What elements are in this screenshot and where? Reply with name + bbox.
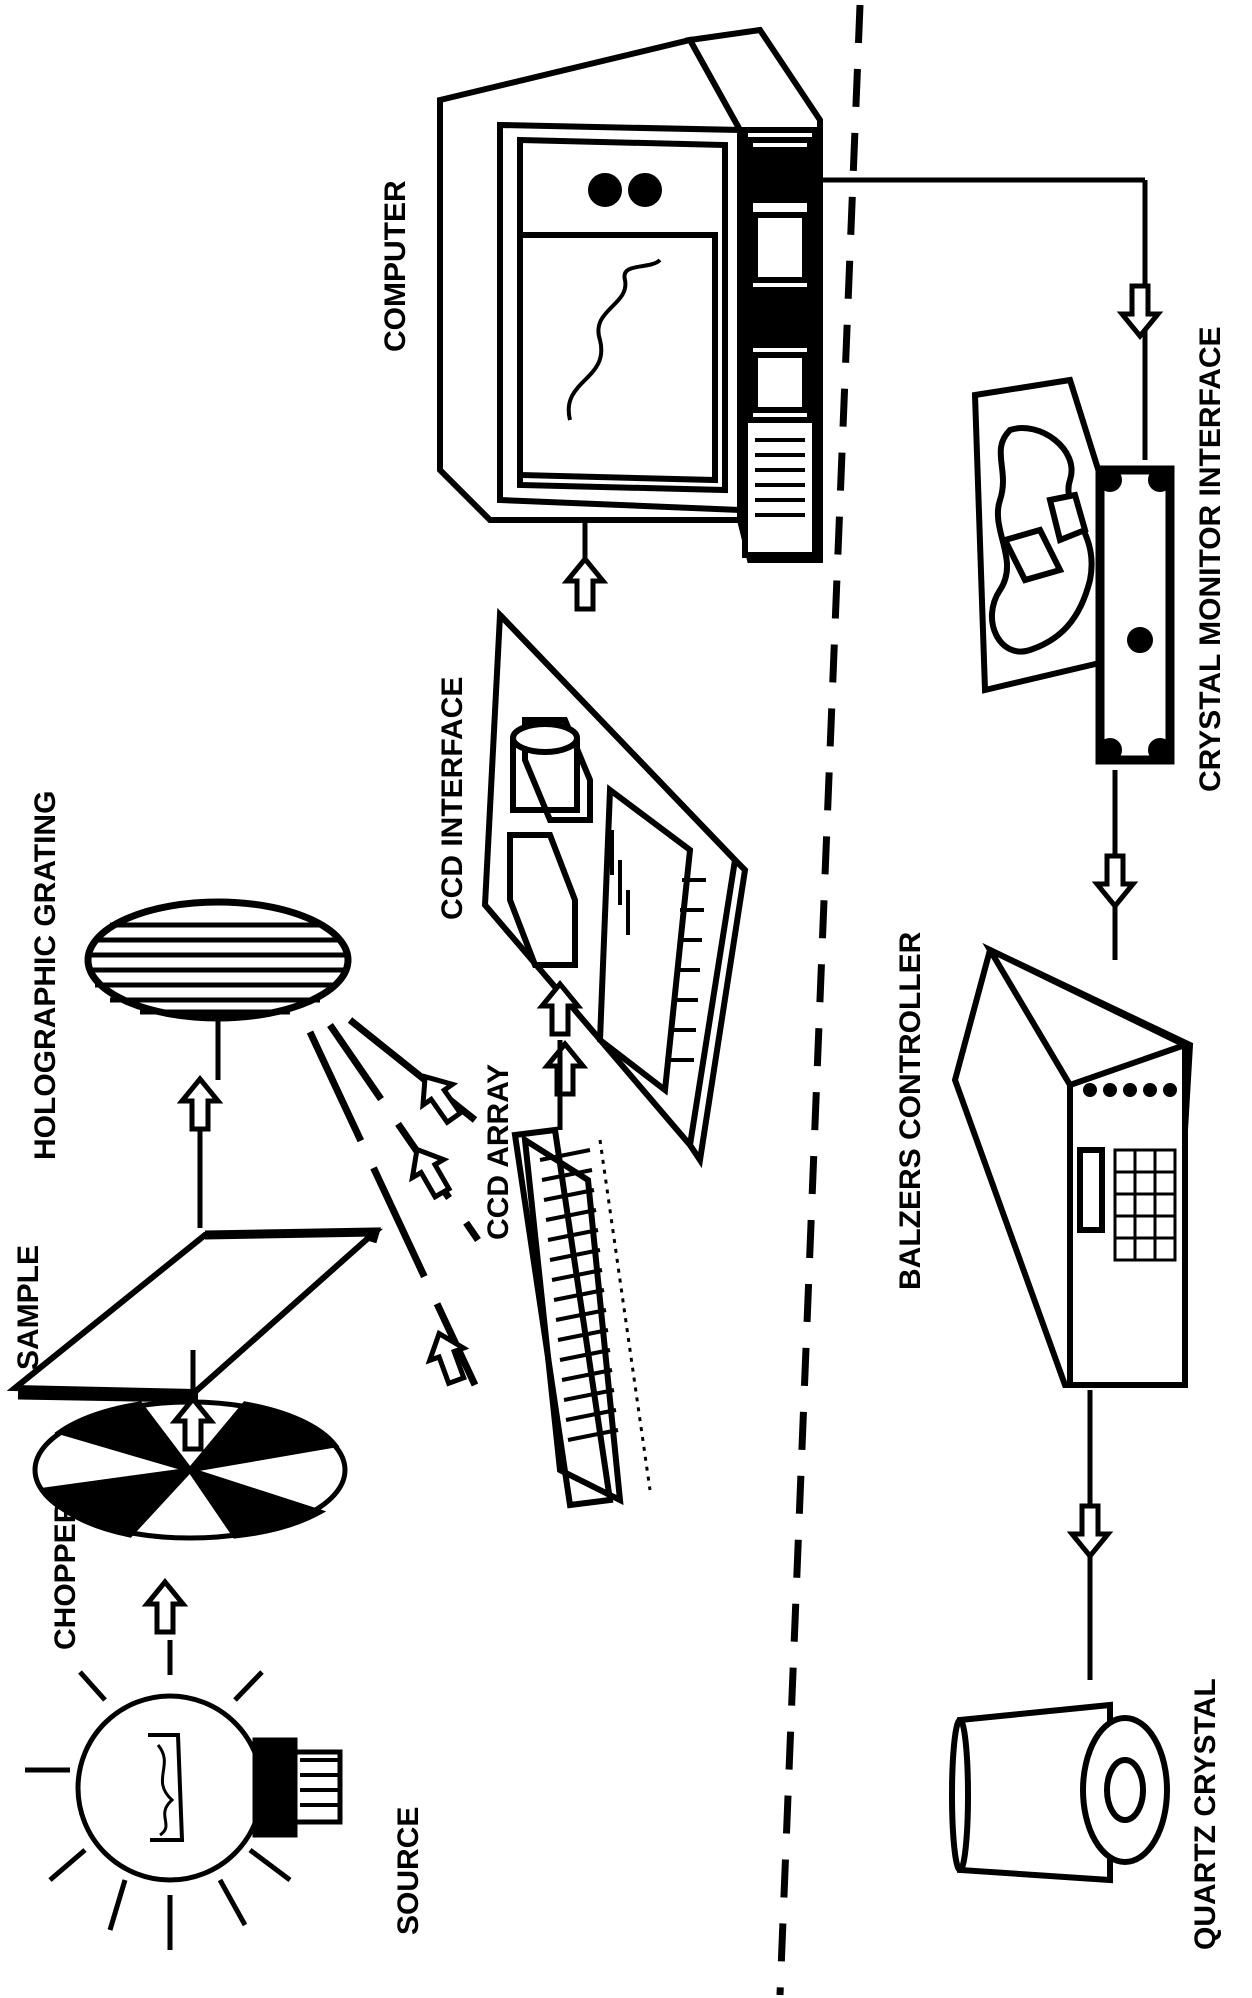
computer-icon — [440, 30, 820, 560]
flow-arrow-icon — [567, 559, 603, 609]
label-crystal-monitor-interface: CRYSTAL MONITOR INTERFACE — [1194, 326, 1227, 792]
label-ccd-array: CCD ARRAY — [482, 1064, 515, 1240]
ccd-array-icon — [515, 1130, 650, 1505]
label-balzers-controller: BALZERS CONTROLLER — [894, 931, 927, 1290]
grating-icon — [88, 902, 348, 1018]
label-holographic-grating: HOLOGRAPHIC GRATING — [29, 791, 62, 1160]
label-computer: COMPUTER — [379, 180, 412, 352]
flow-arrow-icon — [1097, 856, 1133, 906]
flow-arrow-icon — [147, 1582, 183, 1632]
label-quartz-crystal: QUARTZ CRYSTAL — [1189, 1678, 1222, 1950]
flow-arrow-icon — [1122, 286, 1158, 336]
label-sample: SAMPLE — [12, 1245, 45, 1370]
monitor-interface-icon — [975, 380, 1170, 760]
quartz-crystal-icon — [952, 1705, 1167, 1880]
flow-arrow-icon — [1072, 1506, 1108, 1556]
label-ccd-interface: CCD INTERFACE — [436, 677, 469, 920]
flow-arrow-icon — [182, 1079, 218, 1129]
label-source: SOURCE — [392, 1807, 425, 1935]
light-bulb-icon — [25, 1640, 340, 1950]
label-chopper: CHOPPER — [49, 1501, 82, 1650]
ccd-interface-board-icon — [485, 615, 745, 1160]
flow-arrow-icon — [547, 1044, 583, 1094]
controller-box-icon — [955, 950, 1190, 1385]
flow-arrow-icon — [401, 1066, 473, 1386]
